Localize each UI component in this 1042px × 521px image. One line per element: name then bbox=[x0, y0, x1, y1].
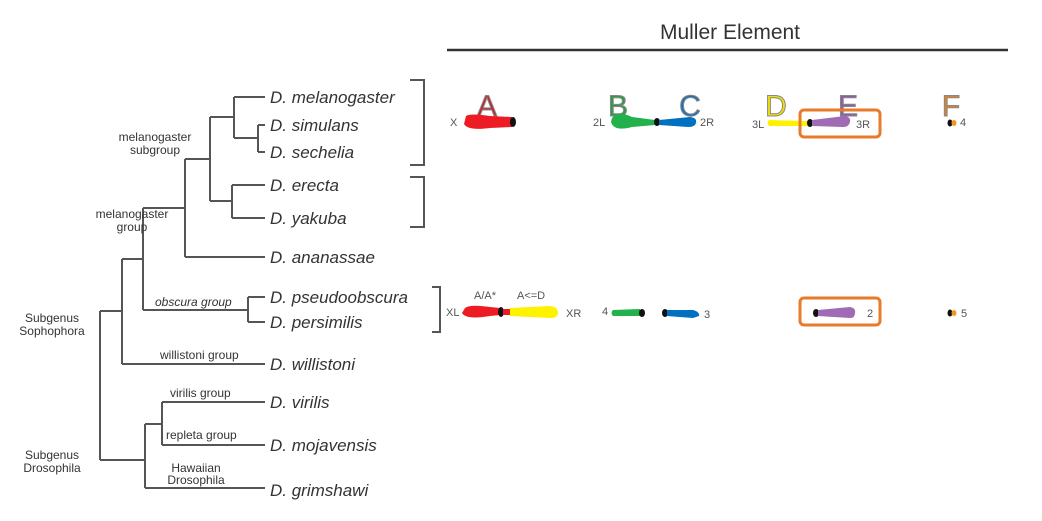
centromere bbox=[813, 309, 819, 317]
species-label: D. simulans bbox=[270, 116, 359, 135]
chromosome-3r bbox=[812, 116, 851, 127]
centromere bbox=[807, 119, 813, 127]
obscura-group-label: obscura group bbox=[155, 295, 232, 309]
species-labels: D. melanogaster D. simulans D. sechelia … bbox=[270, 88, 408, 500]
chromosome-4 bbox=[611, 309, 640, 316]
highlight-box bbox=[798, 108, 882, 139]
chrom-label-4: 4 bbox=[960, 117, 966, 129]
highlight-box bbox=[798, 296, 882, 327]
centromere bbox=[947, 119, 953, 127]
centromere bbox=[662, 309, 668, 317]
mel-group-label-2: group bbox=[117, 220, 148, 234]
chrom-label-3l: 3L bbox=[752, 119, 764, 131]
species-label: D. melanogaster bbox=[270, 88, 396, 107]
muller-letter-e: E bbox=[838, 90, 858, 123]
chrom-label-xl: XL bbox=[446, 307, 459, 319]
phylogenetic-tree bbox=[99, 79, 441, 489]
centromere bbox=[498, 307, 504, 317]
willistoni-group-label: willistoni group bbox=[159, 348, 239, 362]
virilis-group-label: virilis group bbox=[170, 386, 231, 400]
species-label: D. sechelia bbox=[270, 143, 354, 162]
muller-letter-f: F bbox=[942, 90, 960, 123]
muller-letter-d: D bbox=[765, 90, 787, 123]
species-label: D. grimshawi bbox=[270, 481, 369, 500]
mel-subgroup-label-2: subgroup bbox=[130, 143, 180, 157]
species-label: D. erecta bbox=[270, 176, 339, 195]
centromere bbox=[639, 309, 645, 317]
muller-letters: A B C D E F bbox=[476, 90, 960, 124]
species-label: D. mojavensis bbox=[270, 436, 377, 455]
muller-letter-c: C bbox=[679, 90, 701, 123]
species-label: D. virilis bbox=[270, 393, 330, 412]
chromosome-3l bbox=[767, 120, 808, 126]
drosophila-label-2: Drosophila bbox=[23, 461, 81, 475]
chrom-label-3: 3 bbox=[704, 309, 710, 321]
chrom-label-3r: 3R bbox=[856, 119, 870, 131]
chrom-label-xr: XR bbox=[566, 308, 581, 320]
mel-group-label: melanogaster bbox=[96, 207, 169, 221]
chromosome-xl bbox=[462, 305, 500, 318]
pseudoobscura-karyotype: XL A/A* A<=D XR 4 3 2 5 bbox=[446, 290, 967, 327]
centromere bbox=[947, 309, 953, 317]
chromosome-xr-red-segment bbox=[503, 309, 510, 315]
species-label: D. yakuba bbox=[270, 209, 347, 228]
sophophora-label: Subgenus bbox=[25, 311, 79, 325]
centromere bbox=[510, 117, 516, 127]
species-label: D. willistoni bbox=[270, 355, 356, 374]
chrom-note-a: A/A* bbox=[474, 290, 497, 302]
chrom-label-2l: 2L bbox=[593, 117, 605, 129]
group-labels: melanogaster subgroup melanogaster group… bbox=[19, 130, 239, 487]
hawaiian-label-2: Drosophila bbox=[167, 473, 225, 487]
chrom-label-4: 4 bbox=[602, 306, 608, 318]
sophophora-label-2: Sophophora bbox=[19, 324, 85, 338]
chrom-label-2: 2 bbox=[867, 308, 873, 320]
chrom-label-2r: 2R bbox=[700, 117, 714, 129]
chromosome-2l bbox=[611, 113, 655, 129]
chromosome-3 bbox=[667, 310, 700, 318]
muller-element-title: Muller Element bbox=[660, 21, 800, 44]
chrom-label-5: 5 bbox=[961, 308, 967, 320]
chromosome-xr bbox=[510, 306, 558, 318]
chrom-label-x: X bbox=[450, 117, 458, 129]
species-label: D. ananassae bbox=[270, 248, 375, 267]
hawaiian-label: Hawaiian bbox=[171, 461, 220, 475]
chromosome-x bbox=[464, 114, 512, 129]
centromere bbox=[654, 118, 660, 126]
species-label: D. persimilis bbox=[270, 313, 363, 332]
chromosome-2 bbox=[818, 307, 856, 318]
species-label: D. pseudoobscura bbox=[270, 288, 408, 307]
chromosome-5 bbox=[951, 310, 957, 316]
chromosome-4 bbox=[951, 120, 957, 126]
mel-subgroup-label: melanogaster bbox=[119, 130, 192, 144]
repleta-group-label: repleta group bbox=[166, 428, 237, 442]
chrom-note-a-d: A<=D bbox=[517, 290, 545, 302]
melanogaster-karyotype: X 2L 2R 3L 3R 4 bbox=[450, 108, 966, 139]
drosophila-label: Subgenus bbox=[25, 448, 79, 462]
chromosome-2r bbox=[659, 117, 697, 127]
